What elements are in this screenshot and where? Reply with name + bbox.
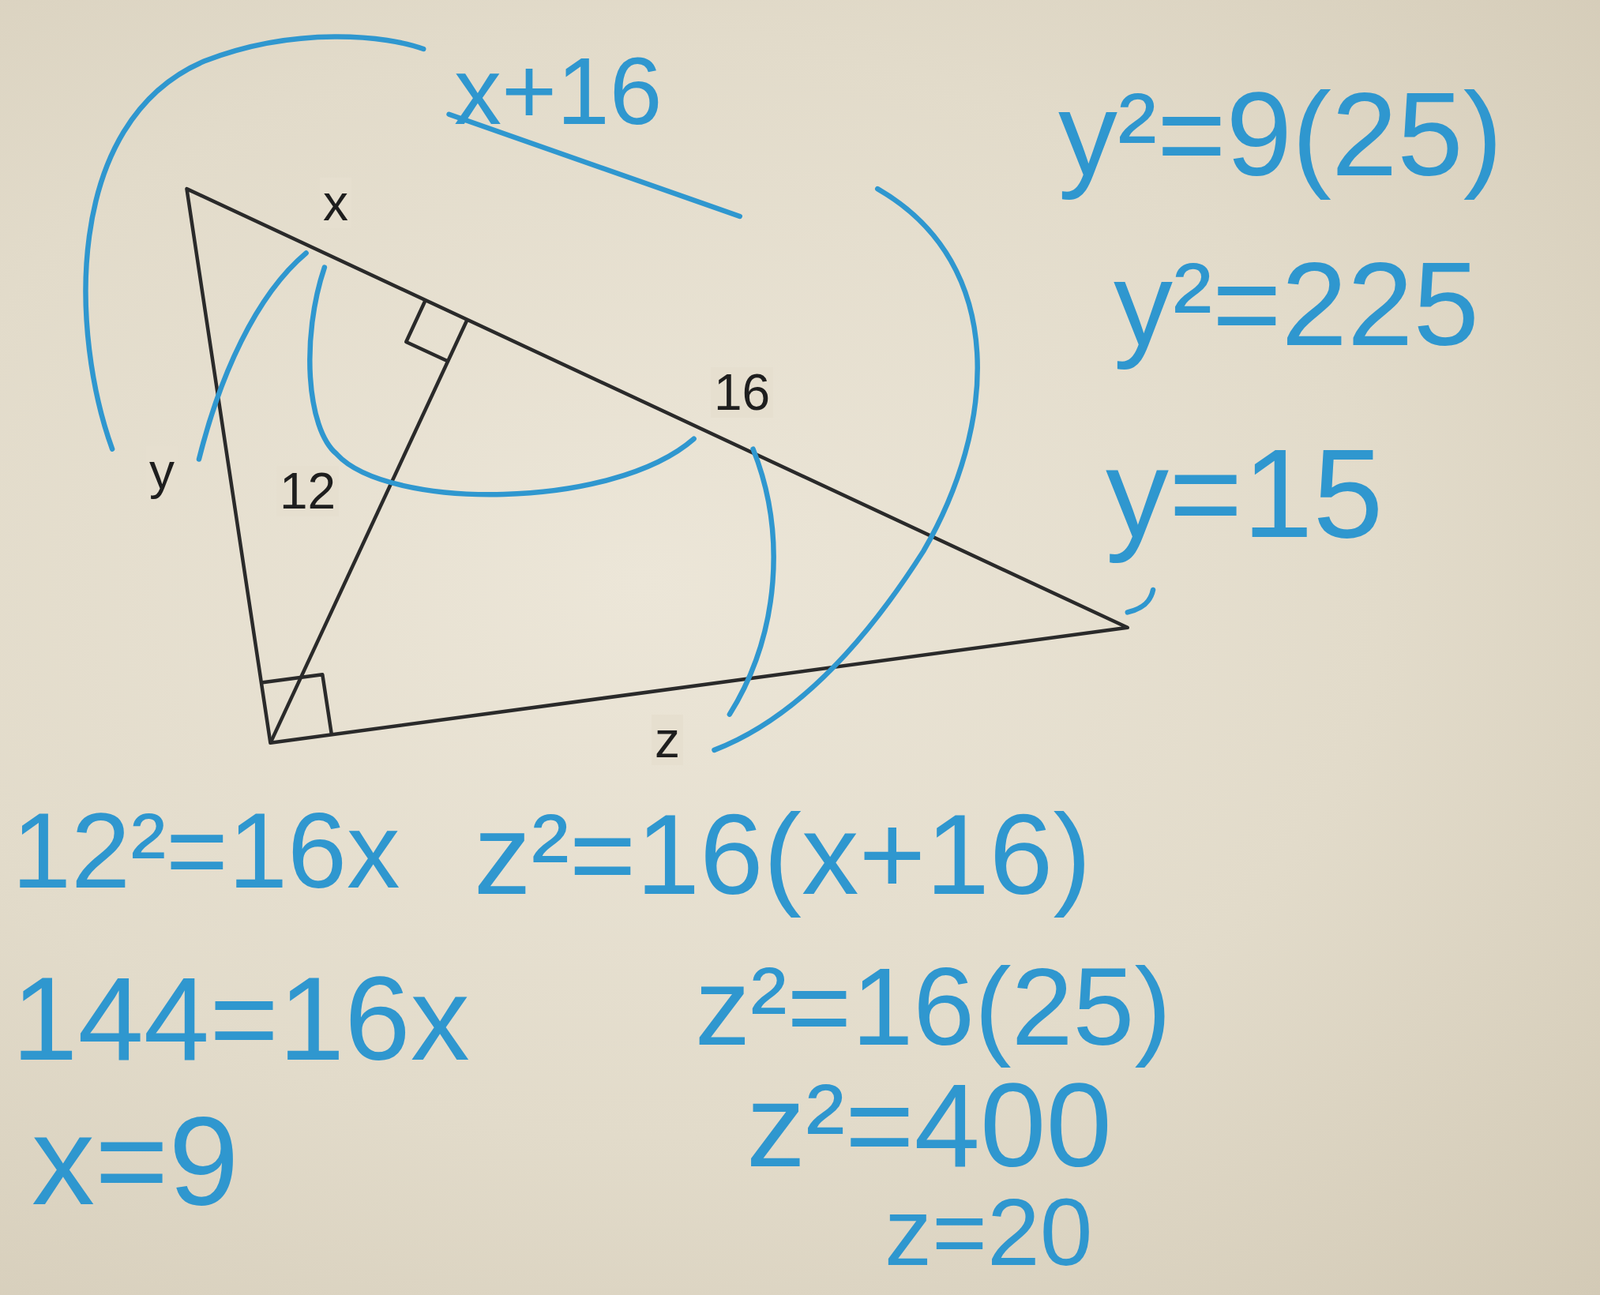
equation: z=20	[884, 1184, 1093, 1280]
segment-label: x	[319, 177, 352, 229]
altitude-label: 12	[276, 465, 339, 517]
equation: z²=400	[746, 1066, 1112, 1185]
triangle	[186, 188, 1127, 744]
equation: z²=16(x+16)	[473, 797, 1092, 913]
side-label: y	[146, 446, 178, 497]
equation: y=15	[1105, 430, 1383, 557]
equation: 144=16x	[11, 959, 470, 1078]
equation: y²=225	[1113, 244, 1480, 364]
equation: x=9	[31, 1097, 239, 1225]
handwritten-brackets	[86, 37, 1154, 751]
segment-label: 16	[710, 367, 774, 418]
equation: 12²=16x	[11, 797, 401, 905]
side-label: z	[651, 714, 684, 766]
equation: y²=9(25)	[1058, 75, 1503, 194]
equation: z²=16(25)	[694, 951, 1172, 1063]
segment-sum: x+16	[454, 43, 663, 139]
